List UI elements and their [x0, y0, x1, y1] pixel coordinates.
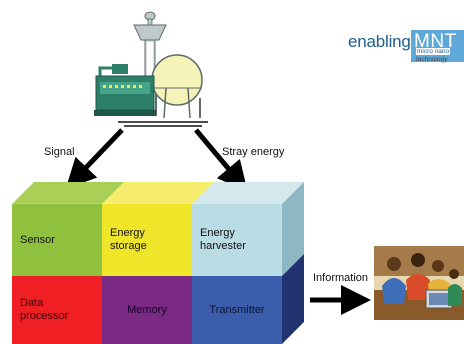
- logo-mnt-text: MNT: [414, 31, 457, 52]
- logo-subtitle-1: micro nano: [416, 48, 451, 55]
- people-at-computer-photo: [374, 246, 464, 320]
- transmitter-label: Transmitter: [209, 303, 265, 316]
- energy-harvester-label: Energy harvester: [200, 227, 246, 252]
- memory-block: Memory: [102, 276, 192, 344]
- stray-energy-arrow: [194, 128, 248, 192]
- storage-top-face: [102, 182, 214, 204]
- transmitter-side-face: [282, 254, 304, 344]
- energy-storage-block: Energy storage: [102, 204, 192, 276]
- tower-icon: [133, 11, 167, 79]
- data-processor-block: Data processor: [12, 276, 102, 344]
- information-label: Information: [313, 272, 369, 284]
- enabling-mnt-logo: enabling MNT micro nano technology: [348, 18, 464, 64]
- energy-storage-label: Energy storage: [110, 227, 147, 252]
- factory-building-icon: [94, 64, 156, 116]
- data-processor-label: Data processor: [20, 297, 69, 322]
- harvester-side-face: [282, 182, 304, 276]
- industrial-plant-illustration: [94, 11, 208, 127]
- logo-word: enabling: [348, 32, 411, 51]
- sensor-label: Sensor: [20, 233, 55, 246]
- signal-label: Signal: [44, 146, 75, 158]
- harvester-top-face: [192, 182, 304, 204]
- sensor-top-face: [12, 182, 124, 204]
- sensor-block: Sensor: [12, 204, 102, 276]
- memory-label: Memory: [127, 303, 167, 316]
- energy-harvester-block: Energy harvester: [192, 204, 282, 276]
- transmitter-block: Transmitter: [192, 276, 282, 344]
- stray-energy-label: Stray energy: [222, 146, 285, 158]
- logo-box: [411, 30, 464, 62]
- signal-arrow: [65, 128, 124, 189]
- logo-subtitle-2: technology: [416, 56, 448, 63]
